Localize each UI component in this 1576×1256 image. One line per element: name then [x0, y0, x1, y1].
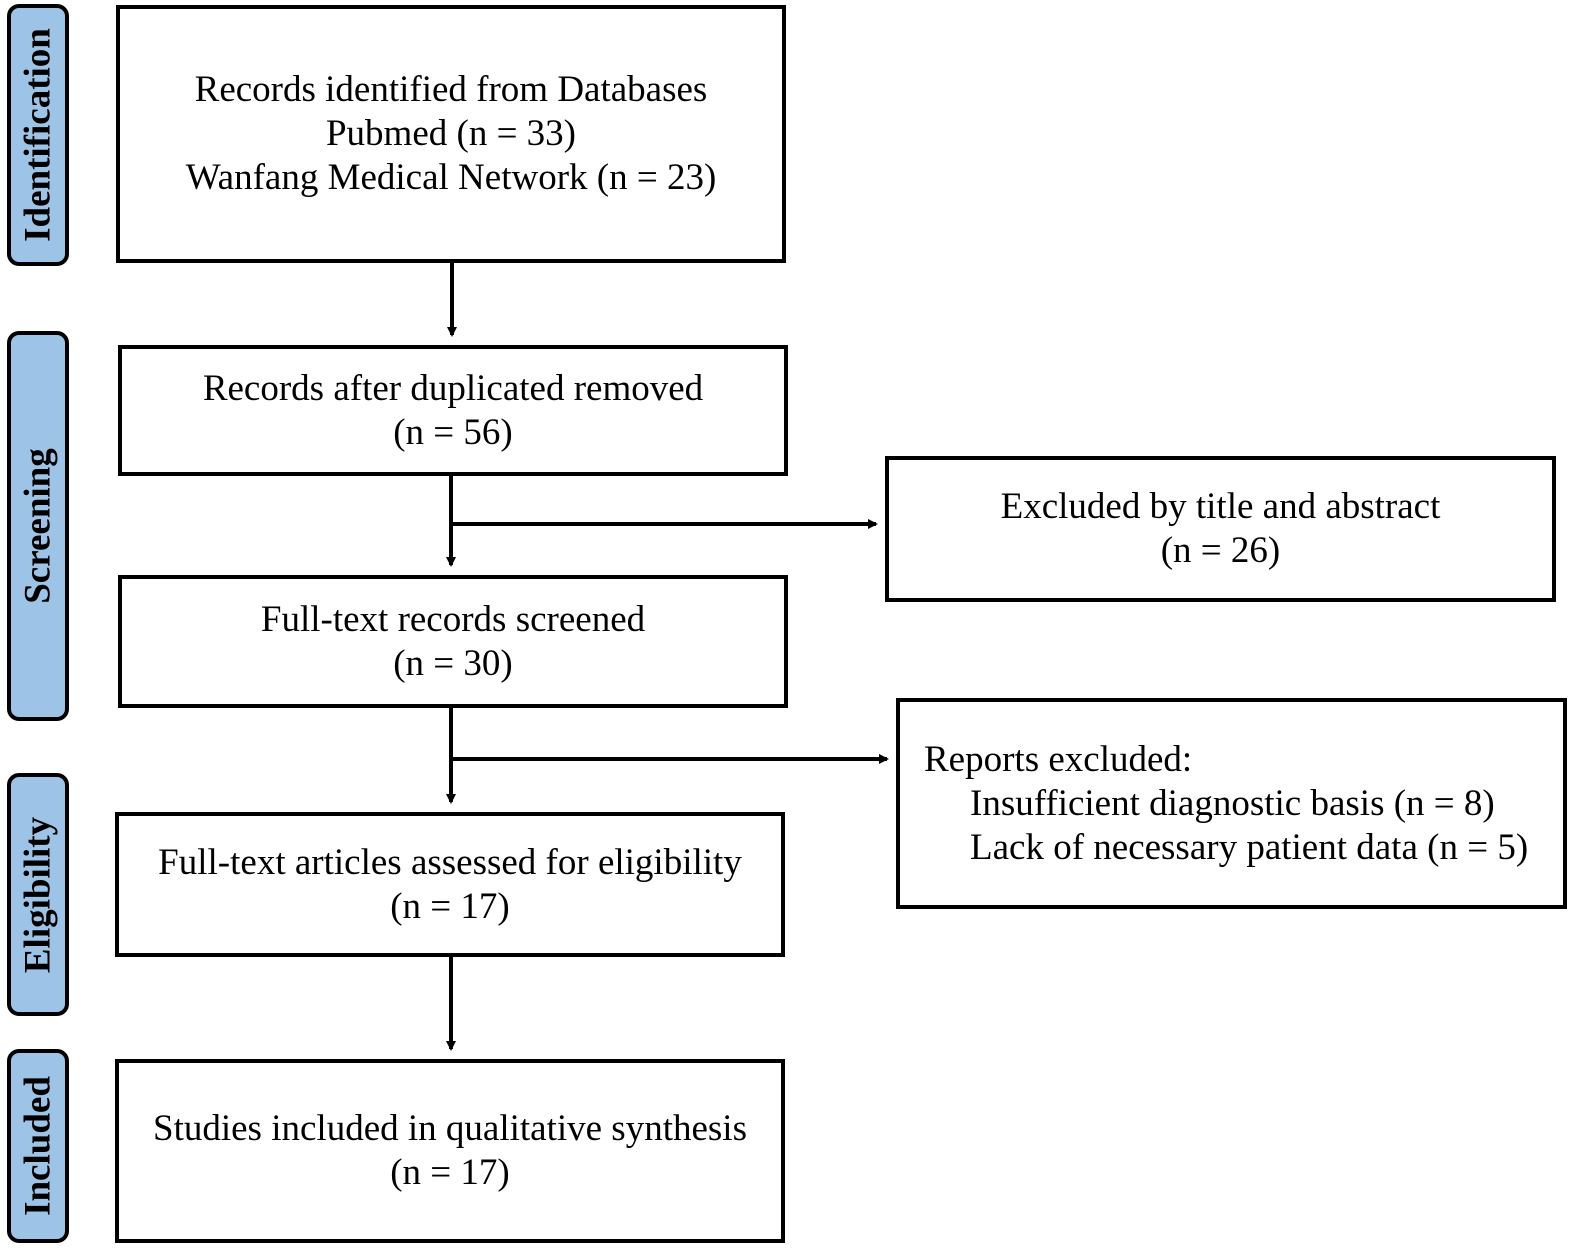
identified-line-1: Records identified from Databases: [194, 69, 708, 110]
reports-excluded-heading: Reports excluded:: [924, 738, 1193, 780]
identified-line-2: Pubmed (n = 33): [325, 113, 577, 154]
stage-screening: Screening: [7, 331, 69, 721]
stage-eligibility: Eligibility: [7, 773, 69, 1016]
eligibility-line-1: Full-text articles assessed for eligibil…: [158, 841, 742, 883]
stage-identification: Identification: [7, 4, 69, 266]
identified-line-3: Wanfang Medical Network (n = 23): [185, 157, 717, 198]
included-line-1: Studies included in qualitative synthesi…: [153, 1108, 747, 1149]
eligibility-line-2: (n = 17): [390, 885, 510, 927]
reports-excluded-reason-1: Insufficient diagnostic basis (n = 8): [970, 782, 1495, 824]
duplicates-removed-line-1: Records after duplicated removed: [202, 367, 704, 409]
included-line-2: (n = 17): [390, 1152, 510, 1193]
stage-included: Included: [7, 1049, 69, 1243]
excluded-title-abstract-line-1: Excluded by title and abstract: [1000, 486, 1441, 527]
reports-excluded-reason-2: Lack of necessary patient data (n = 5): [970, 826, 1529, 868]
reports-excluded-box: Reports excluded: Insufficient diagnosti…: [896, 698, 1567, 909]
fulltext-screened-line-2: (n = 30): [393, 642, 513, 684]
included-box: Studies included in qualitative synthesi…: [115, 1059, 785, 1243]
excluded-title-abstract-box: Excluded by title and abstract (n = 26): [885, 456, 1556, 602]
fulltext-screened-box: Full-text records screened (n = 30): [118, 575, 788, 708]
fulltext-screened-line-1: Full-text records screened: [260, 598, 646, 640]
duplicates-removed-box: Records after duplicated removed (n = 56…: [118, 345, 788, 476]
identified-records-box: Records identified from Databases Pubmed…: [116, 5, 786, 263]
excluded-title-abstract-line-2: (n = 26): [1160, 530, 1281, 571]
duplicates-removed-line-2: (n = 56): [393, 411, 513, 453]
eligibility-box: Full-text articles assessed for eligibil…: [115, 812, 785, 957]
